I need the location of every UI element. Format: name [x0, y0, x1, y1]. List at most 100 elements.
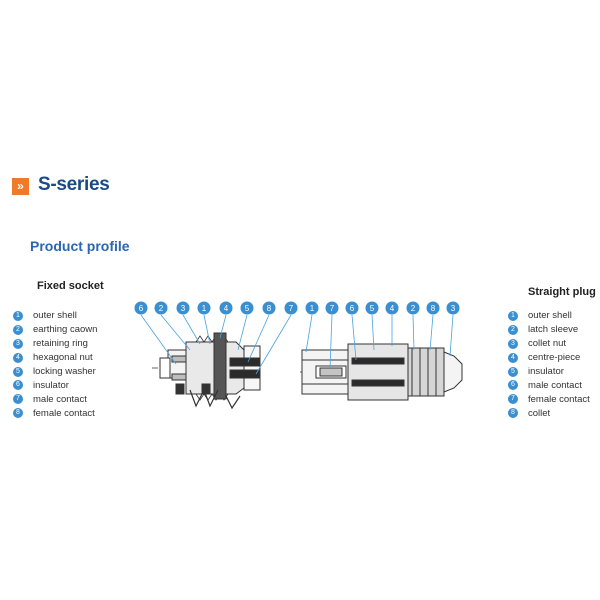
callout-marker: [219, 301, 233, 315]
legend-label: earthing caown: [33, 324, 98, 336]
legend-label: collet: [528, 407, 551, 419]
legend-number: 1: [13, 310, 23, 321]
leader-line: [247, 314, 270, 363]
legend-item: 5 locking washer: [13, 365, 97, 379]
double-chevron-right-icon: »: [12, 178, 29, 195]
callout-marker: [284, 301, 298, 315]
callout-marker: [426, 301, 440, 315]
callout-marker: [262, 301, 276, 315]
callout-number: 7: [330, 304, 335, 313]
legend-item: 8 collet: [508, 406, 590, 420]
callout-marker: [446, 301, 460, 315]
leader-line: [305, 314, 313, 353]
legend-number: 6: [508, 380, 518, 391]
callout-number: 3: [451, 304, 456, 313]
legend-label: centre-piece: [528, 352, 581, 364]
legend-label: collet nut: [528, 338, 567, 350]
legend-item: 2 latch sleeve: [508, 323, 590, 337]
straight-plug-legend: 1 outer shell 2 latch sleeve 3 collet nut 4…: [508, 309, 590, 420]
callout-marker: [345, 301, 359, 315]
legend-item: 5 insulator: [508, 365, 590, 379]
leader-line: [449, 314, 454, 357]
legend-item: 6 insulator: [13, 378, 97, 392]
straight-plug-title: Straight plug: [528, 286, 596, 298]
callout-number: 4: [390, 304, 395, 313]
fixed-socket-drawing: [152, 332, 262, 410]
callout-marker: [305, 301, 319, 315]
callout-marker: [385, 301, 399, 315]
leader-line: [203, 314, 211, 345]
legend-label: male contact: [528, 379, 582, 391]
legend-number: 8: [508, 408, 518, 419]
callout-marker: [406, 301, 420, 315]
callout-marker: [176, 301, 190, 315]
legend-item: 6 male contact: [508, 378, 590, 392]
legend-label: female contact: [33, 407, 95, 419]
legend-number: 3: [508, 338, 518, 349]
callout-number: 4: [224, 304, 229, 313]
callout-number: 2: [411, 304, 416, 313]
leader-line: [219, 314, 227, 339]
callout-number: 2: [159, 304, 164, 313]
legend-label: outer shell: [33, 310, 77, 322]
straight-plug-callouts: 1 7 6 5 4 2 8 3: [305, 301, 460, 369]
legend-number: 3: [13, 338, 23, 349]
legend-label: female contact: [528, 393, 590, 405]
callout-marker: [134, 301, 148, 315]
legend-label: insulator: [33, 379, 69, 391]
callout-number: 7: [289, 304, 294, 313]
callout-number: 6: [139, 304, 144, 313]
legend-label: retaining ring: [33, 338, 88, 350]
callout-marker: [365, 301, 379, 315]
legend-number: 6: [13, 380, 23, 391]
legend-label: male contact: [33, 393, 87, 405]
legend-number: 4: [13, 352, 23, 363]
product-profile-title: Product profile: [30, 238, 130, 254]
legend-item: 1 outer shell: [13, 309, 97, 323]
leader-line: [140, 314, 177, 365]
fixed-socket-callouts: 6 2 3 1 4 5 8 7: [134, 301, 298, 375]
fixed-socket-title: Fixed socket: [37, 280, 104, 292]
legend-label: locking washer: [33, 366, 96, 377]
callout-number: 3: [181, 304, 186, 313]
legend-label: outer shell: [528, 310, 572, 322]
leader-line: [412, 314, 415, 351]
callout-number: 1: [202, 304, 207, 313]
series-title: S-series: [38, 174, 110, 195]
callout-marker: [197, 301, 211, 315]
legend-item: 2 earthing caown: [13, 323, 97, 337]
legend-number: 2: [13, 324, 23, 335]
legend-label: insulator: [528, 366, 564, 377]
callout-number: 8: [267, 304, 272, 313]
leader-line: [429, 314, 434, 351]
legend-item: 3 collet nut: [508, 337, 590, 351]
leader-line: [160, 314, 191, 351]
callout-number: 8: [431, 304, 436, 313]
legend-number: 2: [508, 324, 518, 335]
callout-number: 5: [245, 304, 250, 313]
legend-item: 7 female contact: [508, 392, 590, 406]
callout-marker: [154, 301, 168, 315]
legend-number: 5: [13, 366, 23, 377]
straight-plug-drawing: [300, 343, 463, 401]
leader-line: [182, 314, 201, 345]
callout-marker: [325, 301, 339, 315]
legend-number: 7: [13, 394, 23, 405]
callout-number: 5: [370, 304, 375, 313]
callout-number: 6: [350, 304, 355, 313]
legend-item: 1 outer shell: [508, 309, 590, 323]
legend-number: 7: [508, 394, 518, 405]
legend-number: 5: [508, 366, 518, 377]
leader-line: [351, 314, 357, 361]
legend-label: hexagonal nut: [33, 352, 93, 364]
leader-line: [237, 314, 248, 351]
legend-number: 1: [508, 310, 518, 321]
callout-marker: [240, 301, 254, 315]
legend-item: 3 retaining ring: [13, 337, 97, 351]
fixed-socket-legend: 1 outer shell 2 earthing caown 3 retaining …: [13, 309, 97, 420]
legend-item: 7 male contact: [13, 392, 97, 406]
legend-label: latch sleeve: [528, 324, 579, 336]
